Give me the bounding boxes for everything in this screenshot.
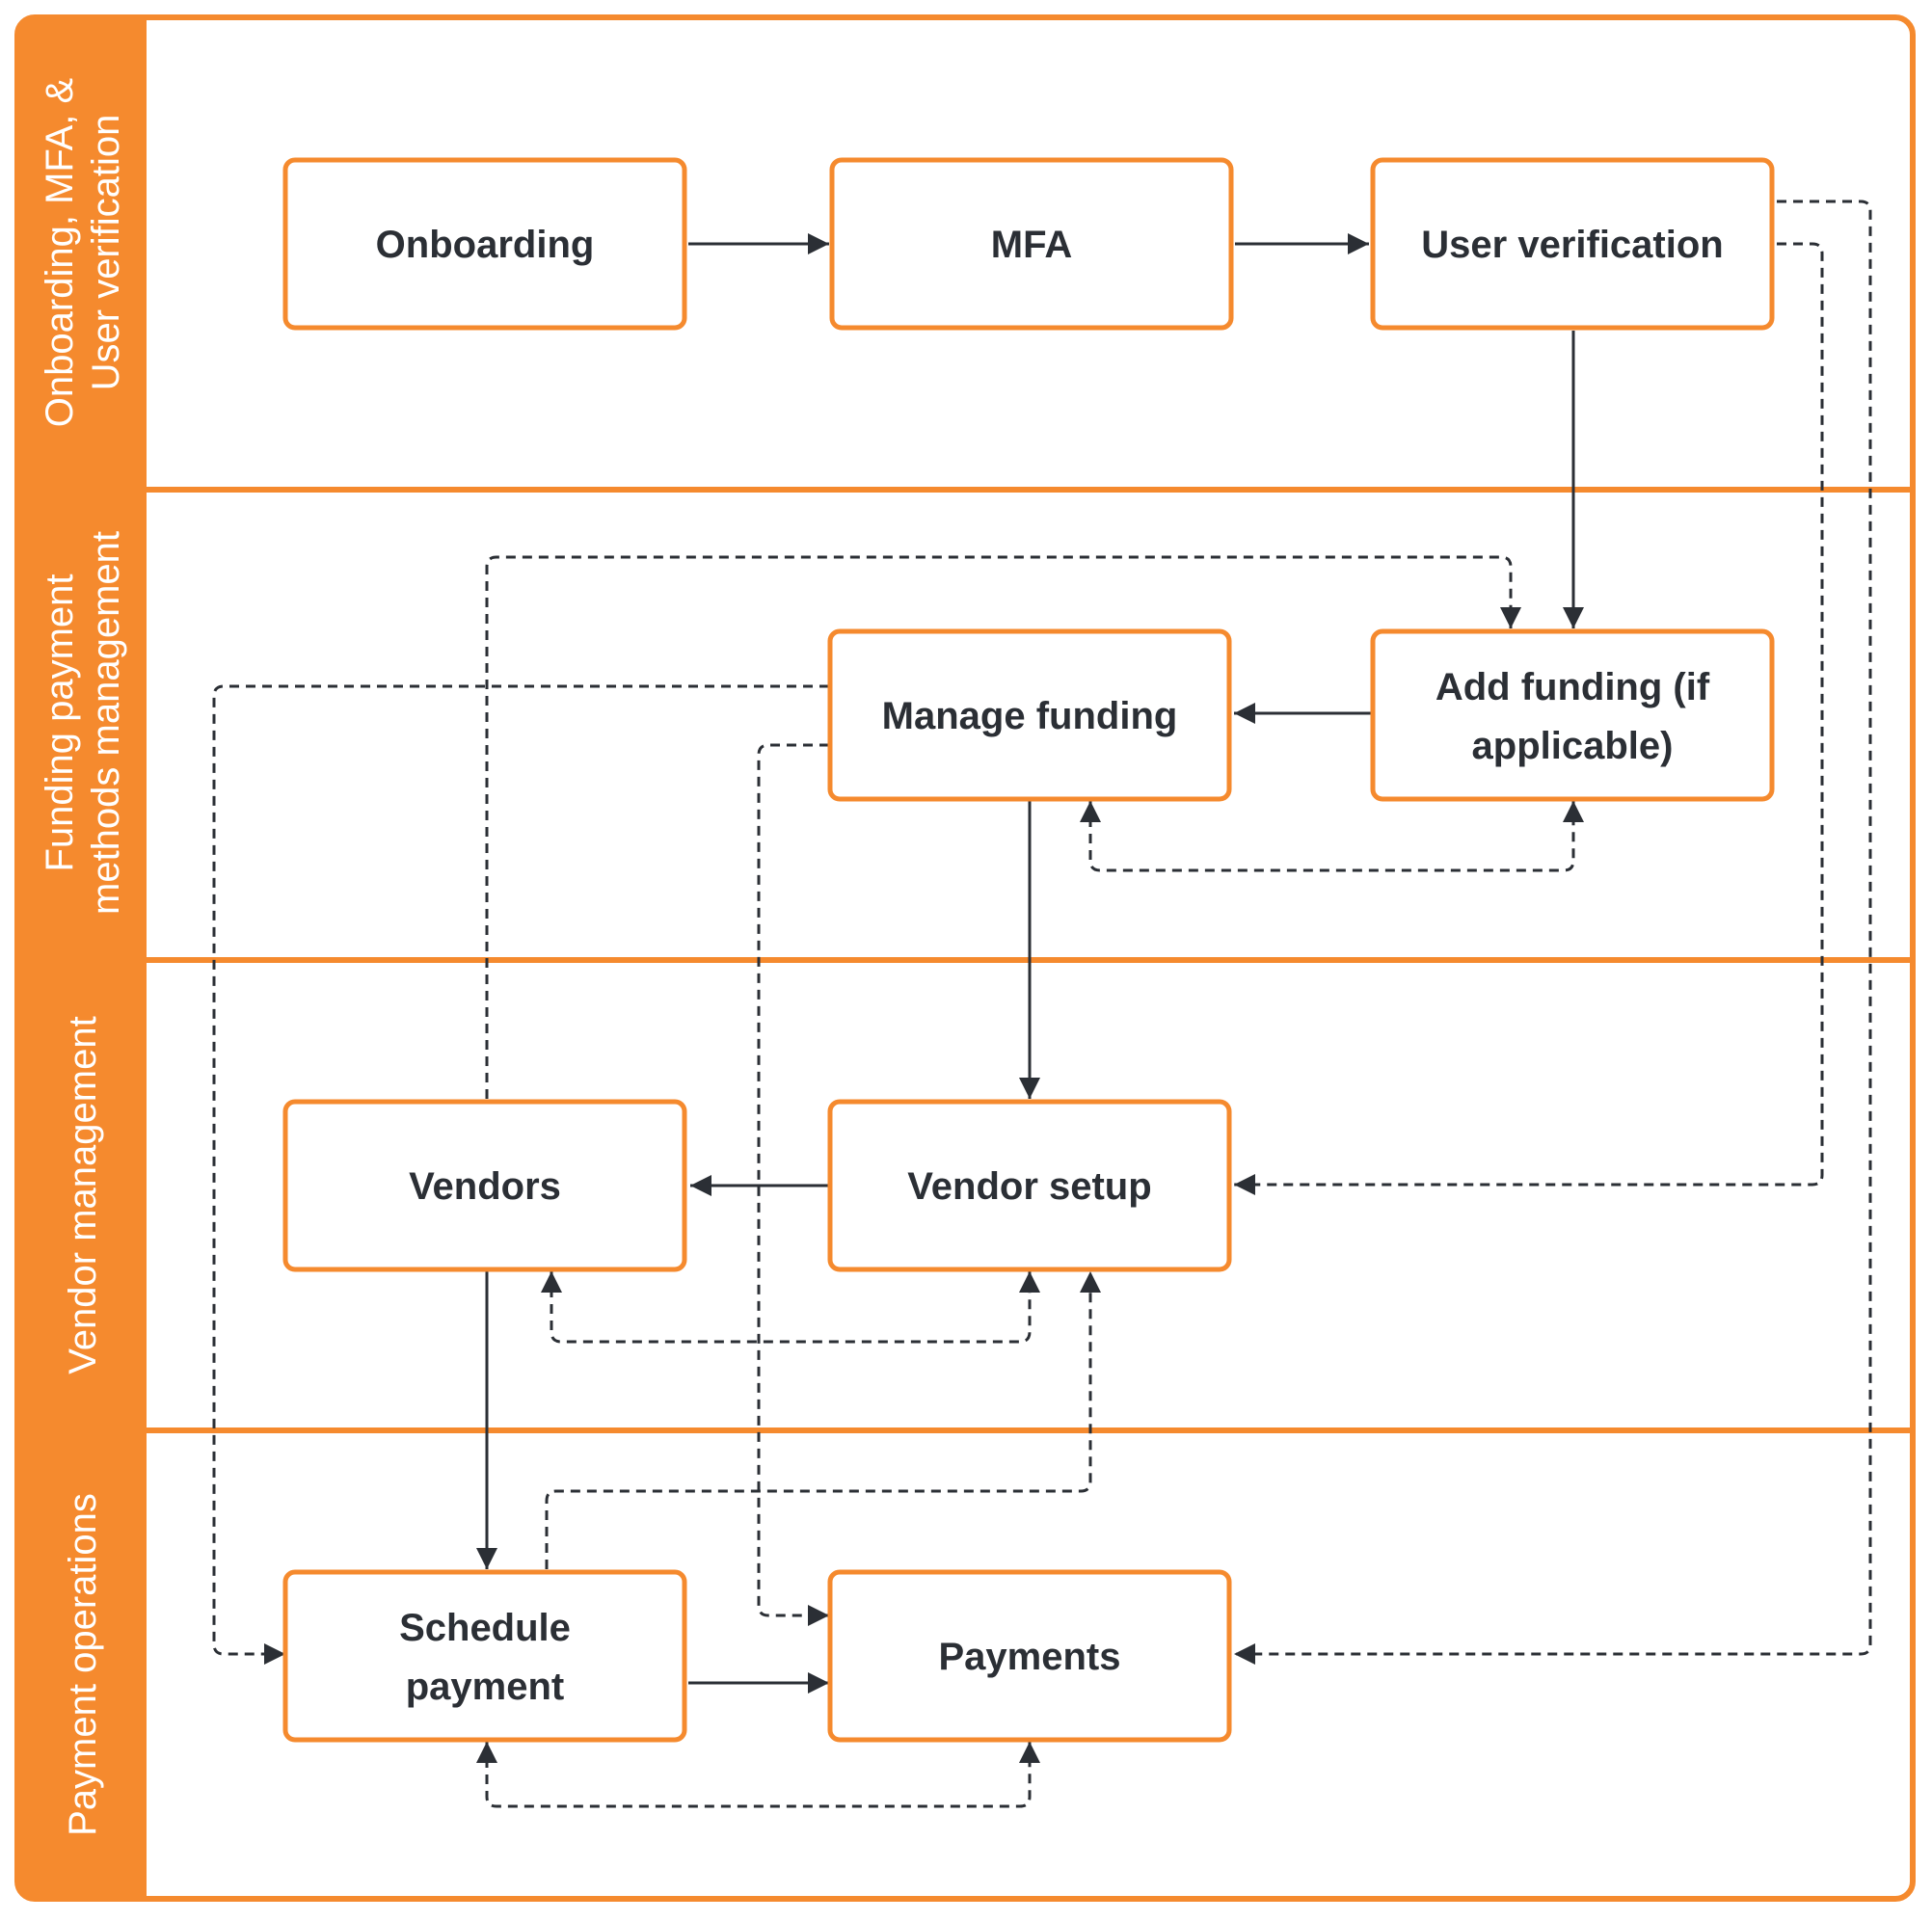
node-manage-funding[interactable]: Manage funding [827, 628, 1232, 802]
node-payments[interactable]: Payments [827, 1569, 1232, 1743]
lane-label-funding-line-1: Funding payment [39, 574, 81, 871]
node-manage-funding-label: Manage funding [882, 695, 1178, 737]
node-vendor-setup[interactable]: Vendor setup [827, 1099, 1232, 1272]
node-add-funding[interactable]: Add funding (if applicable) [1370, 628, 1775, 802]
lane-label-funding-line-2: methods management [85, 531, 127, 915]
lane-label-funding: Funding payment methods management [39, 531, 127, 915]
node-schedule-payment[interactable]: Schedule payment [282, 1569, 687, 1743]
node-add-funding-label-line-1: Add funding (if [1436, 666, 1710, 708]
lane-label-onboarding-line-1: Onboarding, MFA, & [39, 77, 81, 427]
node-onboarding-box[interactable] [282, 157, 687, 331]
node-vendors-box[interactable] [282, 1099, 687, 1272]
edge-vendors-vendor-setup-loop [541, 1271, 1040, 1344]
lane-label-onboarding: Onboarding, MFA, & User verification [39, 77, 127, 427]
edge-vendors-to-add-funding [485, 555, 1521, 1099]
node-manage-funding-box[interactable] [827, 628, 1232, 802]
node-add-funding-label-line-2: applicable) [1472, 725, 1674, 767]
node-user-verification-label: User verification [1421, 224, 1723, 266]
node-schedule-payment-box[interactable] [282, 1569, 687, 1743]
node-payments-label: Payments [939, 1636, 1121, 1678]
node-user-verification[interactable]: User verification [1370, 157, 1775, 331]
edge-schedule-payment-payments-loop [476, 1742, 1040, 1808]
node-schedule-payment-label-line-2: payment [406, 1666, 565, 1708]
edge-schedule-payment-to-vendor-setup [545, 1271, 1101, 1569]
node-mfa-label: MFA [991, 224, 1072, 266]
lane-label-onboarding-line-2: User verification [85, 115, 127, 391]
node-user-verification-box[interactable] [1370, 157, 1775, 331]
node-mfa-box[interactable] [829, 157, 1234, 331]
edge-manage-funding-to-payments [757, 743, 829, 1626]
lane-label-payment-line-1: Payment operations [62, 1493, 104, 1836]
lane-label-vendor: Vendor management [62, 1016, 104, 1374]
node-onboarding[interactable]: Onboarding [282, 157, 687, 331]
lane-label-vendor-line-1: Vendor management [62, 1016, 104, 1374]
edge-user-verification-to-payments [1234, 200, 1872, 1665]
edge-manage-funding-to-schedule-payment [212, 684, 829, 1665]
node-onboarding-label: Onboarding [376, 224, 595, 266]
node-add-funding-box[interactable] [1370, 628, 1775, 802]
node-payments-box[interactable] [827, 1569, 1232, 1743]
node-vendors-label: Vendors [409, 1165, 561, 1208]
dashed-edges [212, 200, 1872, 1808]
node-vendor-setup-label: Vendor setup [907, 1165, 1151, 1208]
edges [476, 233, 1584, 1694]
node-vendor-setup-box[interactable] [827, 1099, 1232, 1272]
edge-user-verification-to-vendor-setup [1234, 242, 1824, 1195]
node-vendors[interactable]: Vendors [282, 1099, 687, 1272]
node-mfa[interactable]: MFA [829, 157, 1234, 331]
node-schedule-payment-label-line-1: Schedule [399, 1607, 571, 1649]
lane-label-payment: Payment operations [62, 1493, 104, 1836]
